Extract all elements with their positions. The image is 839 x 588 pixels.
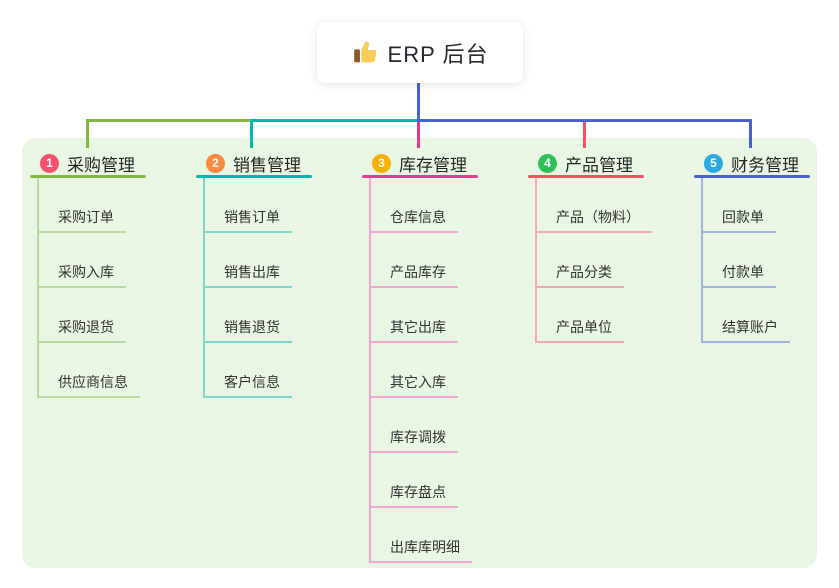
item-label: 其它入库 — [390, 373, 446, 390]
mindmap-item[interactable]: 其它出库 — [369, 288, 458, 343]
branch-trunk-line — [203, 178, 205, 398]
mindmap-item[interactable]: 产品（物料） — [535, 178, 652, 233]
branch-3-header[interactable]: 3 库存管理 — [372, 151, 467, 175]
branch-trunk-line — [369, 178, 371, 563]
branch-underline — [30, 175, 146, 178]
branch-title: 产品管理 — [565, 155, 633, 175]
mindmap-item[interactable]: 供应商信息 — [37, 343, 140, 398]
item-label: 库存调拨 — [390, 428, 446, 445]
mindmap-item[interactable]: 采购订单 — [37, 178, 126, 233]
item-label: 仓库信息 — [390, 208, 446, 225]
branch-title: 采购管理 — [67, 155, 135, 175]
mindmap-item[interactable]: 采购入库 — [37, 233, 126, 288]
item-label: 采购入库 — [58, 263, 114, 280]
branch-number-badge: 1 — [40, 153, 59, 173]
branch-3-drop — [417, 122, 420, 148]
branch-1-rail — [86, 119, 252, 122]
branch-2-header[interactable]: 2 销售管理 — [206, 151, 301, 175]
branch-underline — [362, 175, 478, 178]
item-label: 销售出库 — [224, 263, 280, 280]
branch-number-badge: 3 — [372, 153, 391, 173]
branch-title: 销售管理 — [233, 155, 301, 175]
branch-trunk-line — [37, 178, 39, 398]
mindmap-item[interactable]: 产品单位 — [535, 288, 624, 343]
item-label: 产品单位 — [556, 318, 612, 335]
mindmap-item[interactable]: 销售出库 — [203, 233, 292, 288]
mindmap-item[interactable]: 回款单 — [701, 178, 776, 233]
branch-title: 财务管理 — [731, 155, 799, 175]
item-label: 结算账户 — [722, 318, 778, 335]
mindmap-item[interactable]: 其它入库 — [369, 343, 458, 398]
mindmap-item[interactable]: 销售订单 — [203, 178, 292, 233]
branch-4-drop — [583, 122, 586, 148]
item-label: 销售订单 — [224, 208, 280, 225]
branch-trunk-line — [535, 178, 537, 343]
item-label: 客户信息 — [224, 373, 280, 390]
branch-2-rail — [250, 119, 419, 122]
mindmap-item[interactable]: 仓库信息 — [369, 178, 458, 233]
branch-4-header[interactable]: 4 产品管理 — [538, 151, 633, 175]
item-label: 供应商信息 — [58, 373, 128, 390]
item-label: 其它出库 — [390, 318, 446, 335]
item-label: 采购退货 — [58, 318, 114, 335]
mindmap-item[interactable]: 出库库明细 — [369, 508, 472, 563]
mindmap-item[interactable]: 产品分类 — [535, 233, 624, 288]
item-label: 库存盘点 — [390, 483, 446, 500]
item-label: 付款单 — [722, 263, 764, 280]
branch-5-rail — [417, 119, 752, 122]
branch-underline — [196, 175, 312, 178]
branch-number-badge: 2 — [206, 153, 225, 173]
mindmap-item[interactable]: 付款单 — [701, 233, 776, 288]
mindmap-item[interactable]: 销售退货 — [203, 288, 292, 343]
branch-title: 库存管理 — [399, 155, 467, 175]
branch-trunk-line — [701, 178, 703, 343]
item-label: 产品分类 — [556, 263, 612, 280]
branch-2-drop — [250, 119, 253, 148]
root-title: ERP 后台 — [387, 41, 489, 67]
branch-number-badge: 4 — [538, 153, 557, 173]
branch-5-drop — [749, 119, 752, 148]
item-label: 产品（物料） — [556, 208, 640, 225]
root-node[interactable]: ERP 后台 — [317, 22, 523, 83]
mindmap-item[interactable]: 采购退货 — [37, 288, 126, 343]
branch-underline — [694, 175, 810, 178]
mindmap-item[interactable]: 客户信息 — [203, 343, 292, 398]
branch-1-drop — [86, 119, 89, 148]
item-label: 出库库明细 — [390, 538, 460, 555]
mindmap-item[interactable]: 库存调拨 — [369, 398, 458, 453]
root-connector-line — [417, 83, 420, 122]
branch-1-header[interactable]: 1 采购管理 — [40, 151, 135, 175]
mindmap-item[interactable]: 库存盘点 — [369, 453, 458, 508]
item-label: 回款单 — [722, 208, 764, 225]
mindmap-item[interactable]: 产品库存 — [369, 233, 458, 288]
mindmap-item[interactable]: 结算账户 — [701, 288, 790, 343]
item-label: 销售退货 — [224, 318, 280, 335]
thumbs-up-icon — [353, 41, 376, 62]
branch-underline — [528, 175, 644, 178]
branches-panel — [22, 138, 817, 568]
item-label: 采购订单 — [58, 208, 114, 225]
item-label: 产品库存 — [390, 263, 446, 280]
branch-5-header[interactable]: 5 财务管理 — [704, 151, 799, 175]
branch-number-badge: 5 — [704, 153, 723, 173]
